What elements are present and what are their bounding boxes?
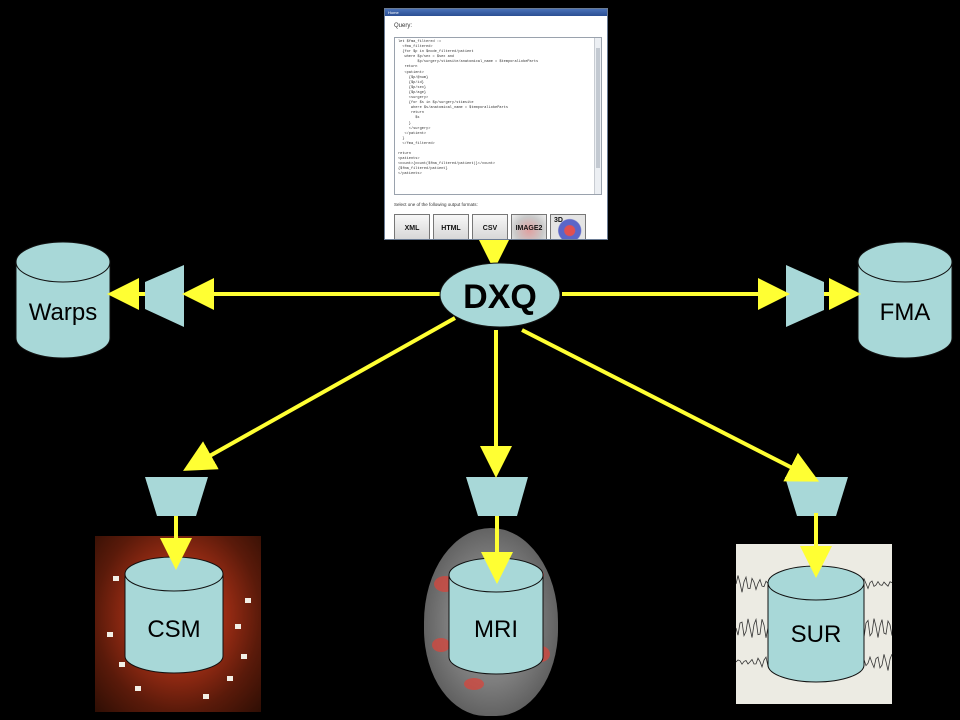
format-xml-button[interactable]: XML — [394, 214, 430, 239]
fma-label: FMA — [880, 299, 931, 326]
query-scrollbar[interactable] — [594, 38, 601, 194]
csm-cylinder-body — [124, 573, 224, 674]
mri-label: MRI — [474, 616, 518, 643]
electrode-marker — [245, 598, 251, 603]
mri-cylinder-body — [448, 574, 544, 675]
csm-cylinder-top — [124, 556, 224, 592]
electrode-marker — [119, 662, 125, 667]
fma-cylinder: FMA — [857, 241, 953, 359]
csm-wrapper — [145, 477, 208, 516]
query-code: let $fma_filtered := <fma_filtered> {for… — [398, 40, 539, 177]
mri-wrapper — [466, 477, 528, 516]
warps-cylinder: Warps — [15, 241, 111, 359]
arrow-dxq-to-sur-wrapper — [521, 328, 820, 482]
fma-wrapper — [786, 265, 824, 327]
electrode-marker — [107, 632, 113, 637]
format-html-button[interactable]: HTML — [433, 214, 469, 239]
electrode-marker — [241, 654, 247, 659]
warps-cylinder-body — [15, 261, 111, 359]
electrode-marker — [135, 686, 141, 691]
dxq-node — [439, 262, 561, 328]
activation-blob — [464, 678, 484, 690]
query-window-screenshot: Home Query: let $fma_filtered := <fma_fi… — [384, 8, 608, 240]
format-3d-button[interactable]: 3D — [550, 214, 586, 239]
electrode-marker — [203, 694, 209, 699]
electrode-marker — [227, 676, 233, 681]
electrode-marker — [113, 576, 119, 581]
csm-label: CSM — [147, 616, 200, 643]
format-csv-button[interactable]: CSV — [472, 214, 508, 239]
query-label: Query: — [394, 23, 413, 29]
activation-blob — [432, 638, 450, 652]
format-image2-button[interactable]: IMAGE2 — [511, 214, 547, 239]
arrow-dxq-to-csm-wrapper — [183, 316, 456, 471]
query-textarea[interactable]: let $fma_filtered := <fma_filtered> {for… — [394, 37, 602, 195]
electrode-marker — [235, 624, 241, 629]
csm-cylinder: CSM — [124, 556, 224, 674]
fma-cylinder-top — [857, 241, 953, 283]
sur-cylinder: SUR — [767, 565, 865, 683]
query-scroll-thumb[interactable] — [596, 48, 600, 168]
sur-cylinder-top — [767, 565, 865, 601]
dxq-label: DXQ — [463, 278, 537, 316]
warps-cylinder-top — [15, 241, 111, 283]
sur-cylinder-body — [767, 582, 865, 683]
sur-wrapper — [785, 477, 848, 516]
output-format-label: Select one of the following output forma… — [394, 202, 478, 207]
output-format-row: XML HTML CSV IMAGE2 3D — [394, 214, 586, 239]
sur-label: SUR — [791, 621, 842, 648]
query-window-titlebar: Home — [385, 9, 607, 16]
warps-label: Warps — [29, 299, 97, 326]
warps-wrapper — [145, 265, 184, 327]
fma-cylinder-body — [857, 261, 953, 359]
